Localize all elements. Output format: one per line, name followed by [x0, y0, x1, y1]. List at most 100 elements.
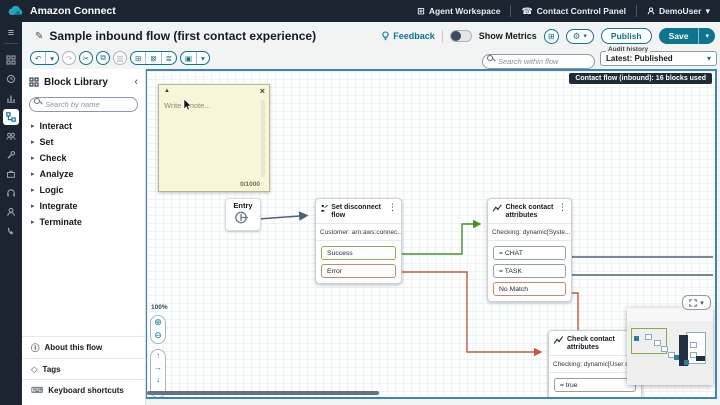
audit-history-label: Audit history: [606, 46, 651, 53]
nav-users[interactable]: [3, 128, 19, 144]
pan-up-button[interactable]: ↑: [156, 350, 160, 361]
block-parameter[interactable]: Customer: arn:aws:connec... ∨: [316, 223, 401, 242]
pan-right-button[interactable]: →: [154, 362, 162, 373]
canvas-horizontal-scrollbar[interactable]: [147, 391, 379, 395]
multi-select-button[interactable]: ⊞: [131, 52, 145, 64]
keyboard-shortcuts-button[interactable]: ⌨Keyboard shortcuts: [22, 379, 145, 400]
library-categories: ▸Interact ▸Set ▸Check ▸Analyze ▸Logic ▸I…: [22, 118, 145, 230]
cut-button[interactable]: ✂: [79, 51, 94, 65]
copy-button[interactable]: ⧉: [96, 51, 111, 65]
pan-down-button[interactable]: ↓: [156, 374, 160, 385]
minimap-viewport[interactable]: [631, 328, 667, 354]
output-no-match[interactable]: No Match: [493, 282, 566, 297]
undo-menu-button[interactable]: ▾: [45, 52, 58, 64]
tags-button[interactable]: ◇Tags: [22, 358, 145, 379]
library-category-check[interactable]: ▸Check: [31, 153, 67, 163]
nav-support[interactable]: [3, 185, 19, 201]
library-search: [29, 94, 138, 112]
agent-workspace-link[interactable]: ⊞ Agent Workspace: [417, 5, 501, 17]
feedback-button[interactable]: Feedback: [381, 31, 435, 41]
blocks-grid-icon: [29, 77, 39, 87]
user-menu[interactable]: DemoUser ▾: [647, 6, 710, 17]
expand-icon: ▸: [31, 139, 35, 146]
minimap-block: [661, 346, 668, 352]
flow-wires: [257, 211, 713, 357]
note-scrollbar[interactable]: [261, 100, 265, 177]
show-metrics-toggle[interactable]: [449, 30, 472, 42]
flow-search-input[interactable]: [482, 54, 595, 69]
arrange-button[interactable]: ▣: [181, 52, 196, 64]
delete-button[interactable]: ⊠: [145, 52, 160, 64]
block-set-disconnect-flow[interactable]: Set disconnect flow ⋮ Customer: arn:aws:…: [315, 198, 402, 285]
output-chat[interactable]: = CHAT: [493, 246, 566, 261]
output-true[interactable]: = true: [554, 378, 636, 393]
contact-control-panel-link[interactable]: ☎ Contact Control Panel: [521, 5, 626, 17]
block-check-contact-attributes-2[interactable]: Check contact attributes ⋮ Checking: dyn…: [548, 330, 642, 397]
block-menu-button[interactable]: ⋮: [558, 202, 567, 212]
zoom-out-button[interactable]: ⊖: [154, 329, 162, 342]
block-entry[interactable]: Entry: [225, 198, 261, 231]
nav-dashboard[interactable]: [3, 52, 19, 68]
manage-notes-button[interactable]: ≣: [160, 52, 176, 64]
nav-profile[interactable]: [3, 204, 19, 220]
collapse-panel-icon[interactable]: ‹: [134, 76, 138, 88]
nav-analytics[interactable]: [3, 90, 19, 106]
menu-icon[interactable]: ≡: [7, 27, 15, 39]
block-icon: ▣: [184, 53, 193, 63]
bulb-icon: [382, 31, 389, 41]
publish-button[interactable]: Publish: [600, 28, 652, 44]
brand[interactable]: Amazon Connect: [0, 5, 116, 17]
nav-history[interactable]: [3, 71, 19, 87]
briefcase-icon: [7, 170, 15, 178]
redo-button[interactable]: ↷: [62, 51, 77, 65]
phone-handset-icon: [7, 227, 14, 235]
layout-button[interactable]: ⊞: [543, 28, 559, 44]
library-category-interact[interactable]: ▸Interact: [31, 121, 73, 131]
expand-icon: ▸: [31, 123, 35, 130]
library-header: Block Library ‹: [22, 69, 145, 94]
block-parameter[interactable]: Checking: dynamic[Syste... ∨: [488, 223, 571, 242]
page-title: Sample inbound flow (first contact exper…: [49, 29, 317, 43]
library-search-input[interactable]: [29, 97, 138, 112]
audit-history-value: Latest: Published: [606, 54, 673, 63]
undo-button[interactable]: ↶: [31, 52, 45, 64]
block-title: Set disconnect flow: [331, 204, 381, 220]
search-icon: [34, 97, 40, 104]
top-nav: ⊞ Agent Workspace ☎ Contact Control Pane…: [417, 5, 720, 17]
save-menu-button[interactable]: ▾: [698, 28, 715, 44]
library-category-set[interactable]: ▸Set: [31, 137, 54, 147]
minimap[interactable]: [627, 308, 713, 385]
edit-title-icon[interactable]: ✎: [35, 30, 44, 42]
arrow-up-icon: ↑: [156, 351, 160, 361]
save-split-button: Save ▾: [658, 28, 715, 44]
zoom-in-button[interactable]: ⊕: [154, 316, 162, 329]
chevron-down-icon: ▾: [705, 5, 710, 16]
library-category-terminate[interactable]: ▸Terminate: [31, 217, 82, 227]
output-error[interactable]: Error: [321, 264, 396, 279]
save-button[interactable]: Save: [668, 31, 689, 41]
output-task[interactable]: = TASK: [493, 264, 566, 279]
nav-routing[interactable]: [3, 147, 19, 163]
library-category-integrate[interactable]: ▸Integrate: [31, 201, 78, 211]
block-menu-button[interactable]: ⋮: [388, 202, 397, 212]
nav-channels[interactable]: [3, 223, 19, 239]
minimap-block: [654, 340, 661, 346]
output-success[interactable]: Success: [321, 246, 396, 261]
library-category-logic[interactable]: ▸Logic: [31, 185, 64, 195]
audit-history-select[interactable]: Latest: Published ▾: [600, 51, 717, 66]
settings-menu-button[interactable]: ⚙ ▾: [565, 28, 594, 44]
flow-canvas[interactable]: Contact flow (inbound): 16 blocks used ▲…: [145, 69, 717, 399]
nav-cases[interactable]: [3, 166, 19, 182]
block-check-contact-attributes-1[interactable]: Check contact attributes ⋮ Checking: dyn…: [487, 198, 572, 303]
close-icon[interactable]: ×: [259, 86, 265, 96]
paste-button[interactable]: ▥: [113, 51, 128, 65]
library-category-analyze[interactable]: ▸Analyze: [31, 169, 74, 179]
minimap-block: [634, 336, 639, 341]
note-card[interactable]: ▲ × Write a note... 0/1000: [158, 84, 270, 192]
nav-flows[interactable]: [3, 109, 19, 125]
arrange-menu-button[interactable]: ▾: [196, 52, 209, 64]
minimap-options-button[interactable]: ▾: [682, 295, 711, 310]
headset-icon: [7, 189, 15, 197]
